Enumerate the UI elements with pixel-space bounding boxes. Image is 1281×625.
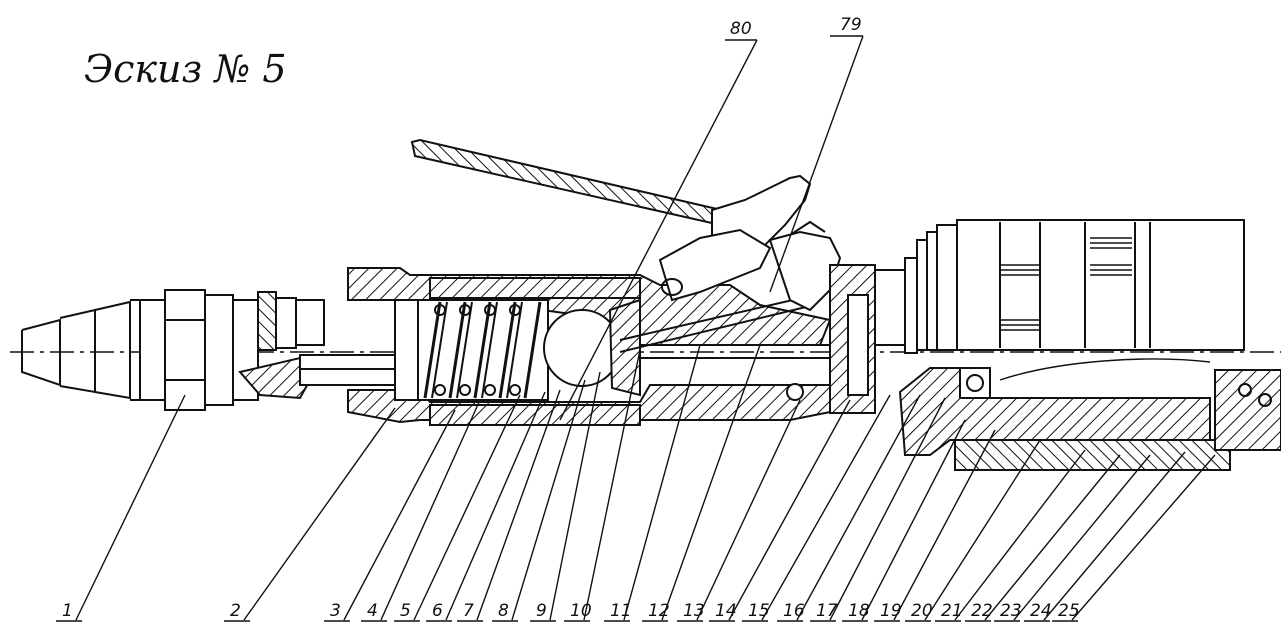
leader-line-19 [893,429,996,621]
leader-line-18 [861,419,966,621]
leader-line-11 [623,344,701,621]
callout-11: 11 [610,601,632,621]
leader-line-21 [954,449,1086,621]
sketch-title: Эскиз № 5 [84,47,287,91]
leader-line-8 [511,379,586,621]
leader-line-10 [583,349,641,621]
leader-line-5 [413,394,521,621]
leader-line-16 [796,394,921,621]
valve-ball [543,309,621,387]
callout-10: 10 [570,601,592,621]
callout-12: 12 [648,601,670,621]
pivot-pin [786,383,804,401]
leader-line-4 [380,399,481,621]
leader-line-20 [924,439,1041,621]
callout-19: 19 [880,601,902,621]
working-head [898,358,1281,471]
callout-21: 21 [941,601,963,621]
leader-line-9 [549,371,601,621]
inlet-stem [238,354,401,400]
leader-line-7 [476,389,561,621]
callout-4: 4 [367,601,378,621]
callout-22: 22 [971,601,993,621]
callout-15: 15 [748,601,770,621]
trigger-lever [410,138,842,312]
leader-line-6 [445,391,546,621]
callout-1: 1 [62,601,73,621]
leader-line-2 [243,407,396,621]
hose-barb [21,299,140,401]
motor-housing [956,219,1245,351]
callout-3: 3 [330,601,341,621]
callout-24: 24 [1030,601,1052,621]
callout-14: 14 [715,601,737,621]
compression-spring [417,299,549,401]
callout-25: 25 [1058,601,1080,621]
leader-line-13 [696,399,801,621]
leader-line-22 [984,454,1121,621]
connector-flange [829,224,958,414]
callout-23: 23 [1000,601,1022,621]
leader-line-1 [75,394,186,621]
ball-seat [608,298,641,397]
leaders-bottom [56,344,1216,622]
callout-18: 18 [848,601,870,621]
callout-79: 79 [840,15,862,35]
leader-line-3 [343,409,456,621]
callout-2: 2 [230,601,241,621]
callout-13: 13 [683,601,705,621]
callout-8: 8 [498,601,509,621]
leader-line-12 [661,344,761,621]
callout-5: 5 [400,601,411,621]
callout-80: 80 [730,19,752,39]
callout-16: 16 [783,601,805,621]
leader-line-24 [1043,451,1186,621]
hex-nut-assembly [139,289,325,411]
leader-line-14 [728,399,851,621]
callout-7: 7 [463,601,474,621]
callout-6: 6 [432,601,443,621]
leaders-top [559,35,864,421]
leader-line-17 [829,397,946,621]
callout-9: 9 [536,601,547,621]
callout-17: 17 [816,601,838,621]
leader-line-25 [1071,454,1216,621]
leader-line-23 [1013,454,1151,621]
push-rod [619,295,860,359]
leader-line-15 [761,394,891,621]
callout-20: 20 [911,601,933,621]
